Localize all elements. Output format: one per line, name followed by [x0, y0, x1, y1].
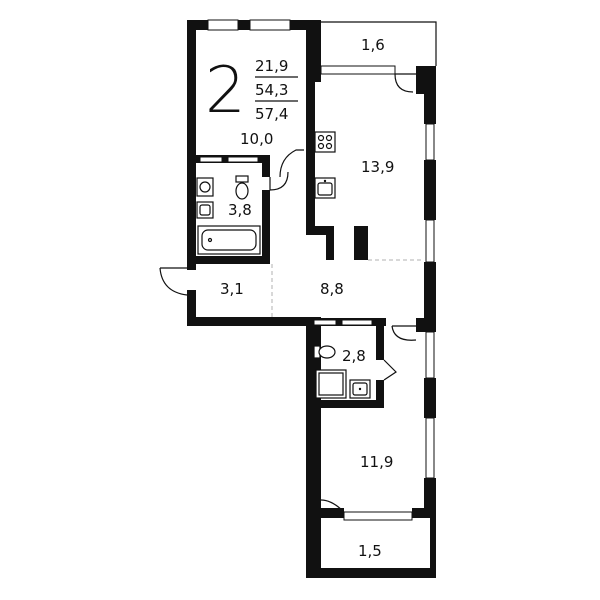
total-with-balcony-value: 57,4: [255, 105, 288, 123]
shower-icon: [315, 369, 347, 399]
room-label-room-2: 11,9: [360, 453, 393, 471]
room-count: 2: [205, 54, 246, 128]
room-label-room-1: 10,0: [240, 130, 273, 148]
bathtub-icon: [197, 225, 261, 255]
room-label-wc: 2,8: [342, 347, 366, 365]
room-label-balcony-bottom: 1,5: [358, 542, 382, 560]
stove-icon: [314, 131, 336, 153]
apartment-summary: 2 21,9 54,3 57,4: [205, 54, 298, 128]
wc-sink-icon: [349, 379, 371, 399]
living-area-value: 21,9: [255, 57, 288, 75]
room-label-entry: 3,1: [220, 280, 244, 298]
room-label-hall: 8,8: [320, 280, 344, 298]
room-label-kitchen: 13,9: [361, 158, 394, 176]
doors: [159, 73, 417, 513]
room-label-bathroom: 3,8: [228, 201, 252, 219]
outer-walls: [187, 20, 436, 578]
zone-lines: [271, 259, 424, 317]
bathroom-sink-icon: [196, 201, 214, 219]
total-area-value: 54,3: [255, 81, 288, 99]
room-label-balcony-top: 1,6: [361, 36, 385, 54]
room-labels: 1,6 10,0 13,9 3,8 3,1 8,8 2,8 11,9 1,5: [220, 36, 394, 560]
balcony-top-outline: [321, 21, 437, 66]
fixtures: [196, 131, 371, 399]
toilet-icon: [235, 175, 249, 200]
kitchen-sink-icon: [314, 177, 336, 199]
windows: [199, 19, 435, 521]
washing-machine-icon: [196, 177, 214, 197]
wc-toilet-icon: [313, 345, 336, 359]
